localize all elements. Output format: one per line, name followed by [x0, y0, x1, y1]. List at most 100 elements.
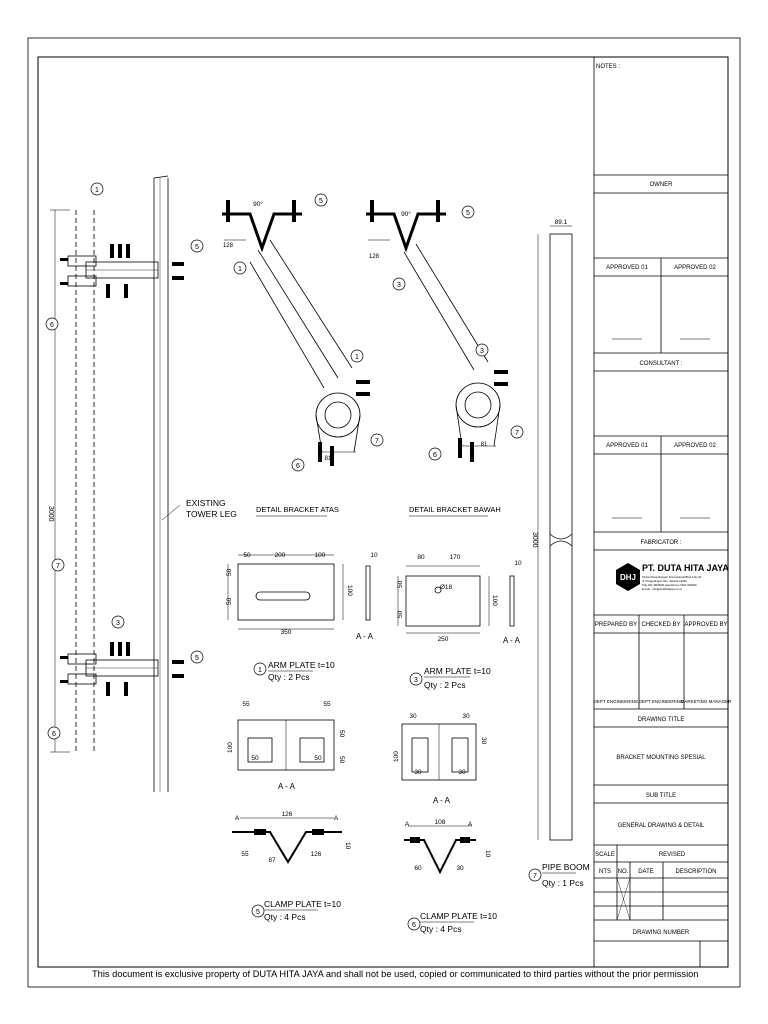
approved-4-label: APPROVED 02	[674, 443, 716, 449]
svg-text:A: A	[405, 821, 410, 828]
company-line-3: Telp 021 4600000 Handphone 0812 000000	[642, 583, 697, 587]
svg-text:5: 5	[195, 244, 199, 251]
signature-3: MARKETING MANAGER	[681, 699, 733, 704]
svg-text:81: 81	[481, 442, 488, 448]
approved-2-label: APPROVED 02	[674, 265, 716, 271]
pipe-boom-qty: Qty : 1 Pcs	[542, 878, 584, 888]
svg-text:50: 50	[226, 568, 233, 576]
svg-text:7: 7	[56, 563, 60, 570]
svg-text:6: 6	[52, 731, 56, 738]
drawing-title-label: DRAWING TITLE	[638, 717, 685, 723]
arm-plate-1-drawing	[227, 554, 371, 630]
svg-text:A - A: A - A	[503, 636, 521, 645]
svg-text:128: 128	[369, 254, 380, 260]
svg-text:5: 5	[466, 210, 470, 217]
detail-atas-callouts	[233, 193, 384, 472]
svg-text:50: 50	[397, 580, 404, 588]
pipe-dim-3000: 3000	[531, 532, 538, 548]
pipe-dim-89: 89.1	[555, 219, 568, 226]
svg-text:5: 5	[319, 198, 323, 205]
consultant-label: CONSULTANT :	[639, 361, 682, 367]
svg-text:3: 3	[116, 620, 120, 627]
svg-text:1: 1	[355, 354, 359, 361]
svg-text:55: 55	[242, 701, 250, 708]
svg-text:50: 50	[226, 597, 233, 605]
approved-3-label: APPROVED 01	[606, 443, 648, 449]
detail-atas-bolts	[226, 200, 370, 466]
tower-bolts	[60, 244, 184, 696]
clamp-plate-5-label: CLAMP PLATE t=10	[264, 899, 341, 909]
detail-bawah-label: DETAIL BRACKET BAWAH	[409, 505, 501, 514]
tower-leg-label: TOWER LEG	[186, 509, 237, 519]
svg-text:7: 7	[515, 430, 519, 437]
drawing-title: BRACKET MOUNTING SPESIAL	[616, 755, 706, 761]
svg-text:60: 60	[414, 865, 422, 872]
svg-text:7: 7	[375, 438, 379, 445]
revised-label: REVISED	[659, 852, 686, 858]
approved-by-label: APPROVED BY	[684, 622, 727, 628]
prepared-by-label: PREPARED BY	[595, 622, 637, 628]
rev-col-no: NO.	[618, 869, 629, 875]
approved-1-label: APPROVED 01	[606, 265, 648, 271]
svg-text:55: 55	[323, 701, 331, 708]
svg-text:50: 50	[397, 610, 404, 618]
subtitle: GENERAL DRAWING & DETAIL	[618, 823, 705, 829]
svg-text:30: 30	[456, 865, 464, 872]
svg-text:10: 10	[370, 552, 378, 559]
signature-2: DEPT ENGINEERING	[639, 699, 684, 704]
svg-text:200: 200	[275, 552, 286, 559]
svg-text:55: 55	[241, 851, 249, 858]
svg-text:100: 100	[315, 552, 326, 559]
svg-text:100: 100	[491, 595, 498, 606]
arm-plate-3-label: ARM PLATE t=10	[424, 666, 491, 676]
existing-label: EXISTING	[186, 498, 226, 508]
svg-text:1: 1	[238, 266, 242, 273]
svg-text:108: 108	[435, 819, 446, 826]
svg-text:A - A: A - A	[278, 782, 296, 791]
svg-text:30: 30	[458, 769, 466, 776]
detail-bawah-bolts	[370, 200, 508, 462]
svg-text:A: A	[334, 815, 339, 822]
detail-bracket-bawah	[366, 212, 501, 447]
svg-text:30: 30	[462, 713, 470, 720]
svg-text:100: 100	[393, 751, 400, 762]
signature-1: DEPT ENGINEERING	[594, 699, 639, 704]
svg-text:80: 80	[417, 554, 425, 561]
company-name: PT. DUTA HITA JAYA	[642, 563, 729, 573]
svg-text:126: 126	[311, 851, 322, 858]
clamp-plate-6-label: CLAMP PLATE t=10	[420, 911, 497, 921]
dim-3000-elevation: 3000	[47, 506, 54, 522]
svg-text:30: 30	[409, 713, 417, 720]
pipe-boom-drawing	[537, 225, 573, 841]
detail-atas-label: DETAIL BRACKET ATAS	[256, 505, 339, 514]
svg-text:81: 81	[325, 456, 332, 462]
ownership-footer: This document is exclusive property of D…	[92, 969, 699, 979]
svg-text:350: 350	[281, 629, 292, 636]
svg-text:10: 10	[484, 850, 491, 858]
svg-text:6: 6	[433, 452, 437, 459]
svg-text:170: 170	[450, 554, 461, 561]
svg-text:5: 5	[195, 655, 199, 662]
svg-text:A - A: A - A	[356, 632, 374, 641]
section-aa-right	[401, 723, 477, 781]
svg-text:87: 87	[268, 857, 276, 864]
rev-col-date: DATE	[638, 869, 654, 875]
svg-text:250: 250	[438, 636, 449, 643]
svg-text:90°: 90°	[401, 210, 411, 218]
scale-label: SCALE	[595, 852, 615, 858]
rev-col-description: DESCRIPTION	[675, 869, 716, 875]
arm-plate-1-label: ARM PLATE t=10	[268, 660, 335, 670]
arm-plate-3-drawing	[397, 565, 515, 634]
svg-text:1: 1	[258, 667, 262, 674]
svg-text:30: 30	[480, 737, 487, 745]
notes-label: NOTES :	[596, 64, 620, 70]
svg-text:1: 1	[95, 187, 99, 194]
svg-text:100: 100	[346, 585, 353, 596]
svg-text:7: 7	[533, 873, 537, 880]
svg-text:100: 100	[227, 742, 234, 753]
svg-text:10: 10	[344, 842, 351, 850]
pipe-boom-label: PIPE BOOM	[542, 862, 590, 872]
elevation-callouts	[45, 182, 204, 740]
